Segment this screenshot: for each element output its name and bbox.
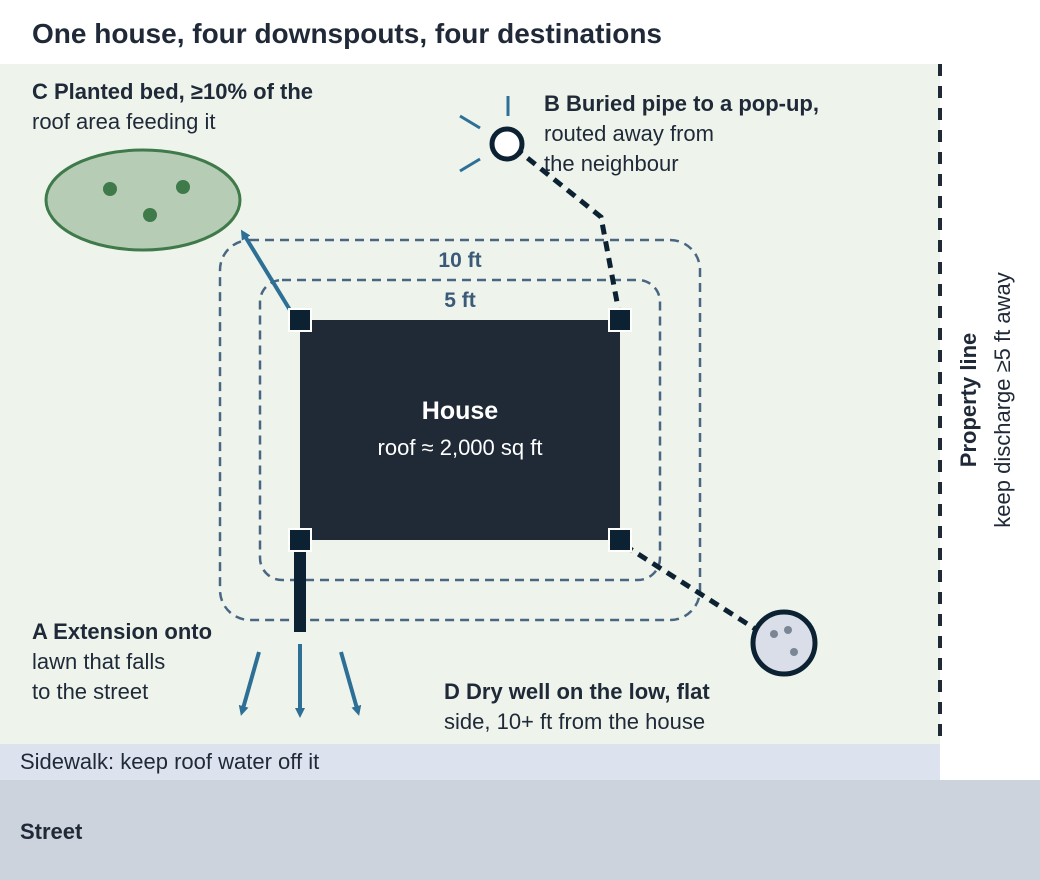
arrow-to-planted-bed	[240, 229, 292, 312]
plant-dot	[143, 208, 157, 222]
dest-c-heading: C Planted bed, ≥10% of the	[32, 79, 313, 104]
page-title: One house, four downspouts, four destina…	[32, 18, 662, 49]
dest-d-line: side, 10+ ft from the house	[444, 709, 705, 734]
sidewalk	[0, 744, 940, 780]
dest-a-line-2: to the street	[32, 679, 148, 704]
downspout-c	[288, 308, 312, 332]
downspout-b	[608, 308, 632, 332]
sidewalk-label: Sidewalk: keep roof water off it	[20, 749, 319, 774]
lawn-flow-arrow	[238, 651, 261, 716]
downspout-extension	[294, 552, 306, 632]
dest-c-line: roof area feeding it	[32, 109, 215, 134]
pipe-to-dry-well	[622, 542, 762, 635]
popup-spray-line	[459, 157, 481, 173]
dry-well-icon	[750, 609, 818, 677]
downspout-d	[608, 528, 632, 552]
dest-d-heading: D Dry well on the low, flat	[444, 679, 710, 704]
property-line-note: keep discharge ≥5 ft away	[990, 272, 1015, 527]
dest-b-heading: B Buried pipe to a pop-up,	[544, 91, 819, 116]
plant-dot	[176, 180, 190, 194]
house-roof-area: roof ≈ 2,000 sq ft	[378, 435, 543, 460]
ring-5ft-label: 5 ft	[444, 289, 476, 312]
popup-spray-line	[459, 114, 481, 130]
house	[300, 320, 620, 540]
planted-bed	[44, 148, 242, 252]
buried-pipe	[513, 146, 623, 319]
downspout-a	[288, 528, 312, 552]
dest-a-line-1: lawn that falls	[32, 649, 165, 674]
popup-emitter-icon	[489, 126, 525, 162]
lawn-flow-arrow	[339, 651, 362, 716]
dest-b-line-1: routed away from	[544, 121, 714, 146]
ring-5ft	[258, 278, 662, 582]
dest-b-line-2: the neighbour	[544, 151, 679, 176]
plant-dot	[103, 182, 117, 196]
dest-a-heading: A Extension onto	[32, 619, 212, 644]
street	[0, 780, 1040, 880]
house-label: House	[422, 397, 499, 425]
street-label: Street	[20, 819, 83, 844]
ring-10ft	[218, 238, 702, 622]
ring-10ft-label: 10 ft	[438, 249, 481, 272]
property-line-title: Property line	[956, 333, 981, 467]
